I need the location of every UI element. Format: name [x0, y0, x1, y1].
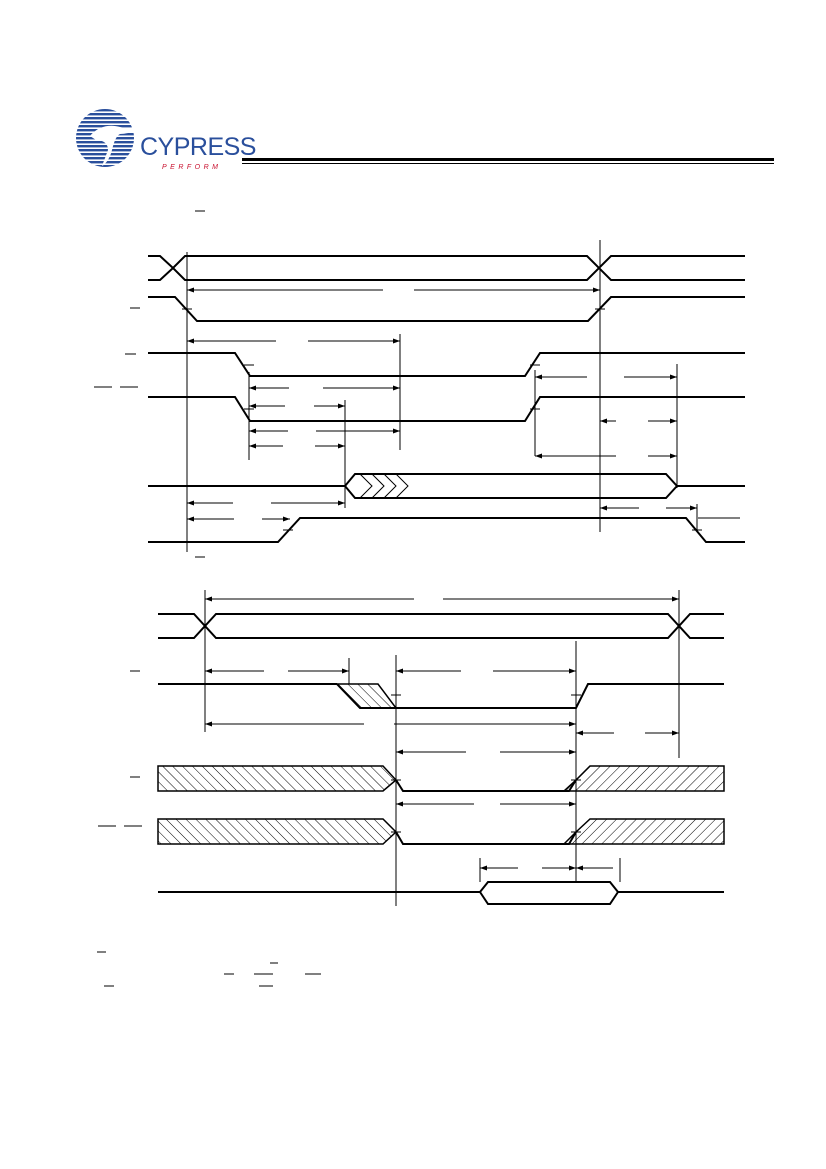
- waveform-1-reference-lines: [94, 240, 740, 558]
- logo-globe-icon: [76, 109, 142, 167]
- notes-overbar-marks: [97, 951, 321, 987]
- data-out-trace: [148, 473, 745, 499]
- output-enable-trace: [148, 352, 745, 377]
- data-in-trace: [158, 881, 724, 905]
- address-bus-trace: [148, 255, 745, 281]
- address-bus-trace-2: [158, 613, 724, 639]
- output-enable-hatched-left: [157, 765, 398, 792]
- cypress-logo: CYPRESS PERFORM: [74, 106, 256, 176]
- brand-name: CYPRESS: [140, 133, 256, 161]
- waveform-diagram-1: [148, 255, 745, 543]
- byte-enable-trace: [148, 396, 745, 422]
- output-enable-hatched-right: [562, 765, 725, 792]
- header-rule: [242, 158, 774, 164]
- brand-tagline: PERFORM: [162, 164, 222, 171]
- power-current-trace: [148, 517, 745, 543]
- chip-enable-trace-2: [158, 683, 724, 709]
- byte-enable-hatched-left: [157, 818, 398, 845]
- waveform-1-timing-arrows: [187, 290, 697, 519]
- output-enable-trace-2: [395, 779, 577, 792]
- chip-enable-trace: [148, 296, 745, 322]
- byte-enable-trace-2: [395, 831, 577, 845]
- byte-enable-hatched-right: [562, 818, 725, 845]
- waveform-diagram-2: [157, 613, 725, 905]
- chip-enable-hatched-region: [335, 683, 398, 709]
- waveform-2-timing-arrows: [205, 599, 679, 868]
